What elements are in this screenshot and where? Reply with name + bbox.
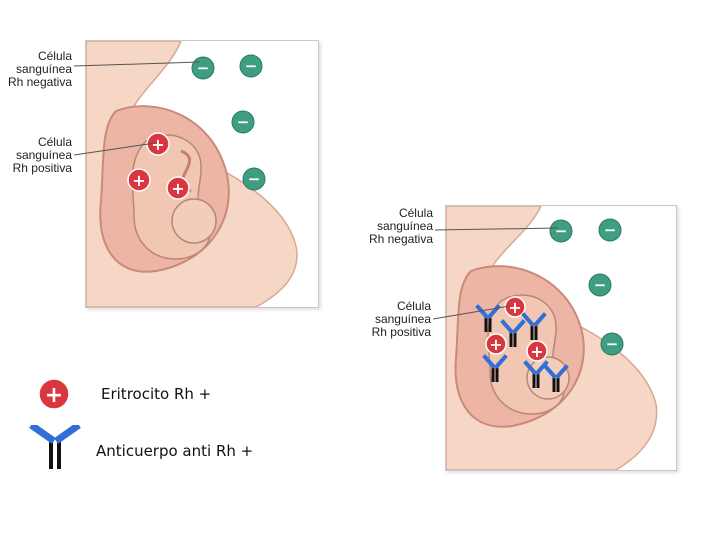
leader-line <box>73 61 201 67</box>
svg-text:+: + <box>45 383 63 408</box>
rh-negative-cell: − <box>588 273 612 297</box>
svg-text:+: + <box>151 135 164 154</box>
label-rh-negative-cell: Célula sanguínea Rh negativa <box>368 206 433 246</box>
svg-text:−: − <box>604 221 617 239</box>
fetus-head <box>171 198 217 244</box>
svg-text:+: + <box>508 298 521 317</box>
svg-text:−: − <box>197 59 210 77</box>
label-rh-positive-cell: Célula sanguínea Rh positiva <box>371 299 431 339</box>
rh-negative-cell: − <box>598 218 622 242</box>
rh-negative-cell: − <box>239 54 263 78</box>
rh-negative-cell: − <box>549 219 573 243</box>
rh-positive-cell: + <box>146 132 170 156</box>
antibody <box>523 360 549 388</box>
label-rh-negative-cell: Célula sanguínea Rh negativa <box>7 49 72 89</box>
leader-line <box>432 305 511 320</box>
rh-positive-cell: + <box>127 168 151 192</box>
svg-text:+: + <box>530 342 543 361</box>
leader-line <box>434 227 559 231</box>
rh-positive-cell: + <box>485 333 507 355</box>
antibody <box>482 354 508 382</box>
svg-text:−: − <box>555 222 568 240</box>
antibody <box>521 312 547 340</box>
illustration-panel-left: − − − − + + + <box>85 40 319 308</box>
antibody <box>543 364 569 392</box>
pregnancy-illustration-right: − − − − + + + <box>446 206 658 470</box>
svg-text:+: + <box>171 179 184 198</box>
svg-text:−: − <box>237 113 250 131</box>
svg-text:−: − <box>248 170 261 188</box>
rh-positive-cell: + <box>526 340 548 362</box>
label-rh-positive-cell: Célula sanguínea Rh positiva <box>12 135 72 175</box>
legend-antibody-icon <box>29 425 81 469</box>
antibody <box>475 304 501 332</box>
svg-text:−: − <box>594 276 607 294</box>
rh-negative-cell: − <box>231 110 255 134</box>
leader-line <box>73 142 156 156</box>
illustration-panel-right: − − − − + + + <box>445 205 677 471</box>
rh-positive-cell: + <box>166 176 190 200</box>
antibody <box>500 319 526 347</box>
legend-antibody-label: Anticuerpo anti Rh + <box>96 442 254 460</box>
rh-negative-cell: − <box>600 332 624 356</box>
svg-text:+: + <box>489 335 502 354</box>
pregnancy-illustration-left: − − − − + + + <box>86 41 298 307</box>
svg-text:−: − <box>606 335 619 353</box>
svg-text:+: + <box>132 171 145 190</box>
rh-negative-cell: − <box>242 167 266 191</box>
svg-text:−: − <box>245 57 258 75</box>
legend-erythrocyte-icon: + <box>38 378 70 410</box>
legend-erythrocyte-label: Eritrocito Rh + <box>101 385 212 403</box>
